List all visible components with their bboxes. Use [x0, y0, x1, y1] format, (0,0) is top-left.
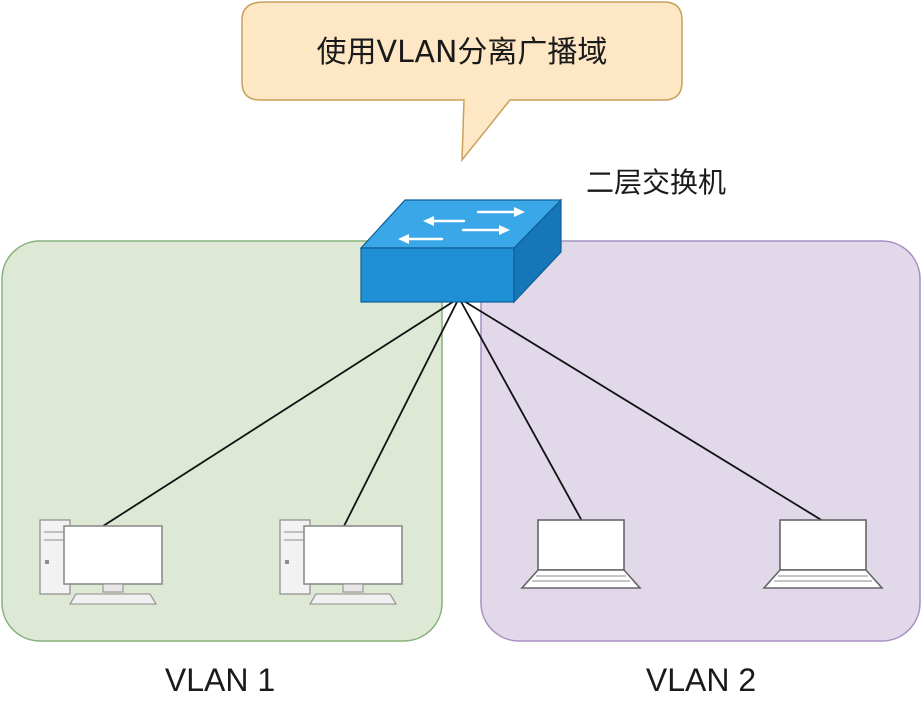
- switch-icon: [359, 198, 563, 304]
- callout-bubble: [241, 1, 683, 163]
- link-laptop-2: [458, 297, 824, 522]
- vlan1-label: VLAN 1: [165, 662, 275, 698]
- callout-text: 使用VLAN分离广播域: [317, 35, 608, 70]
- desktop-computer-icon: [279, 519, 403, 605]
- link-pc-2: [342, 297, 460, 529]
- laptop-icon: [520, 519, 642, 589]
- links: [99, 297, 824, 529]
- link-laptop-1: [458, 297, 583, 522]
- switch-label: 二层交换机: [586, 166, 726, 199]
- link-pc-1: [99, 297, 460, 529]
- desktop-computer-icon: [39, 519, 163, 605]
- laptop-icon: [762, 519, 884, 589]
- vlan2-label: VLAN 2: [646, 662, 756, 698]
